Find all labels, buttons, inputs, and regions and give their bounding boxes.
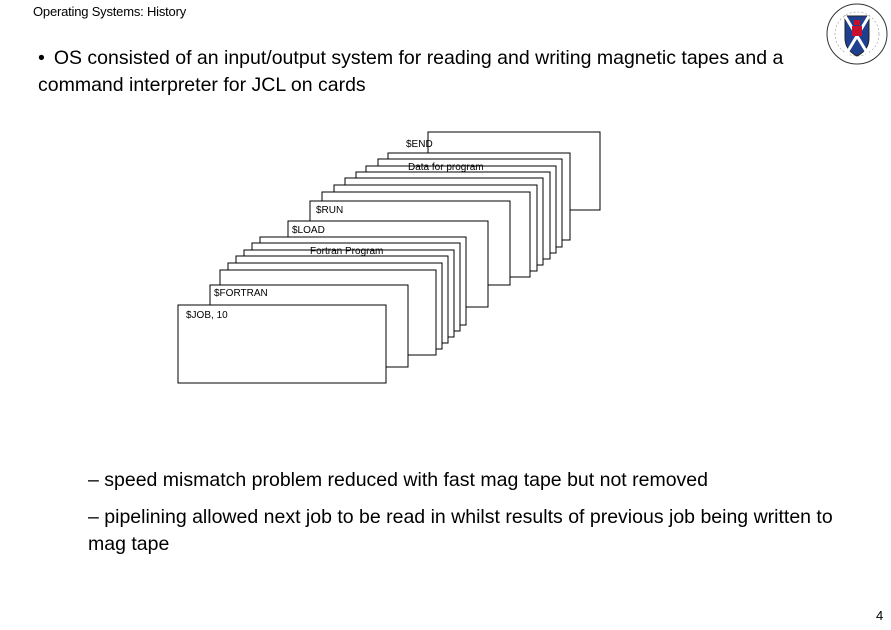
sub-point-speed-mismatch: – speed mismatch problem reduced with fa… [88, 469, 708, 491]
bullet-marker: • [38, 47, 45, 69]
label-fortran: $FORTRAN [214, 288, 268, 299]
main-bullet: •OS consisted of an input/output system … [38, 45, 828, 99]
job-card-deck-diagram: $END Data for program $RUN $LOAD Fortran… [177, 131, 601, 384]
page-number: 4 [876, 608, 884, 623]
label-job: $JOB, 10 [186, 310, 228, 321]
label-end: $END [406, 139, 433, 150]
university-crest-icon [826, 3, 888, 65]
label-fortran-program: Fortran Program [310, 246, 383, 257]
card-job [177, 304, 387, 384]
label-data: Data for program [408, 162, 484, 173]
label-load: $LOAD [292, 225, 325, 236]
bullet-text: OS consisted of an input/output system f… [38, 47, 784, 96]
sub-point-pipelining: – pipelining allowed next job to be read… [88, 506, 833, 555]
slide-header: Operating Systems: History [33, 4, 187, 19]
label-run: $RUN [316, 205, 343, 216]
